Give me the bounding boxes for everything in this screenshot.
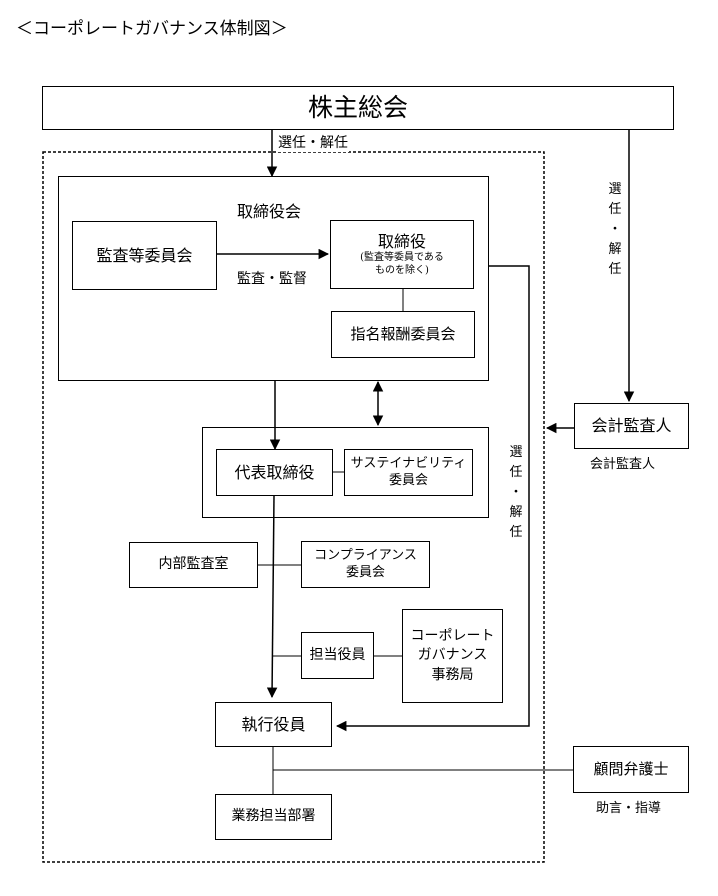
compliance-committee-box: コンプライアンス 委員会 [301, 541, 430, 588]
cg-office-line3: 事務局 [431, 666, 474, 683]
representative-director-box: 代表取締役 [216, 449, 333, 496]
directors-note-line2: ものを除く) [375, 264, 429, 276]
appoint-dismiss-right-label: 選 任 ・ 解 任 [608, 182, 622, 277]
business-departments-label: 業務担当部署 [231, 808, 316, 825]
board-of-directors-frame [58, 176, 489, 381]
arrow-representative-to-executive [266, 495, 278, 699]
legal-counsel-box-label: 顧問弁護士 [593, 760, 669, 779]
legal-counsel-box: 顧問弁護士 [573, 746, 689, 793]
accounting-auditor-box: 会計監査人 [574, 403, 689, 449]
officer-in-charge-box: 担当役員 [301, 632, 374, 679]
accounting-auditor-caption: 会計監査人 [590, 457, 656, 472]
sustainability-committee-box: サステイナビリティ 委員会 [344, 449, 473, 496]
executive-officers-box: 執行役員 [215, 702, 332, 747]
executive-officers-label: 執行役員 [241, 714, 306, 734]
legal-counsel-caption: 助言・指導 [596, 801, 662, 816]
audit-supervision-label: 監査・監督 [237, 271, 307, 287]
nomination-compensation-committee-label: 指名報酬委員会 [350, 325, 456, 344]
nomination-compensation-committee-box: 指名報酬委員会 [331, 311, 475, 358]
business-departments-box: 業務担当部署 [215, 794, 332, 840]
appoint-dismiss-mid-label: 選 任 ・ 解 任 [509, 445, 523, 540]
sustainability-committee-line1: サステイナビリティ [350, 456, 467, 472]
arrow-directors-to-executive [335, 265, 530, 732]
internal-audit-office-box: 内部監査室 [129, 542, 258, 588]
directors-note-line1: (監査等委員である [360, 252, 444, 263]
representative-director-label: 代表取締役 [234, 462, 315, 482]
directors-box: 取締役 (監査等委員である ものを除く) [330, 220, 474, 289]
cg-office-box: コーポレート ガバナンス 事務局 [402, 609, 503, 703]
page-title: ＜コーポレートガバナンス体制図＞ [16, 19, 288, 39]
internal-audit-office-label: 内部監査室 [158, 556, 229, 573]
board-of-directors-title: 取締役会 [237, 202, 302, 221]
shareholders-meeting-box: 株主総会 [42, 86, 674, 130]
executive-frame [202, 427, 489, 518]
directors-title: 取締役 [377, 232, 426, 251]
officer-in-charge-label: 担当役員 [309, 646, 366, 663]
audit-committee-label: 監査等委員会 [96, 245, 193, 265]
audit-committee-box: 監査等委員会 [72, 221, 217, 290]
company-boundary [42, 151, 545, 863]
cg-office-line2: ガバナンス [417, 647, 488, 664]
compliance-committee-line1: コンプライアンス [314, 548, 417, 564]
compliance-committee-line2: 委員会 [345, 564, 385, 580]
appoint-dismiss-top-label: 選任・解任 [277, 132, 349, 152]
shareholders-meeting-label: 株主総会 [307, 93, 408, 123]
sustainability-committee-line2: 委員会 [388, 472, 428, 488]
cg-office-line1: コーポレート [410, 627, 495, 644]
accounting-auditor-box-label: 会計監査人 [591, 416, 672, 435]
